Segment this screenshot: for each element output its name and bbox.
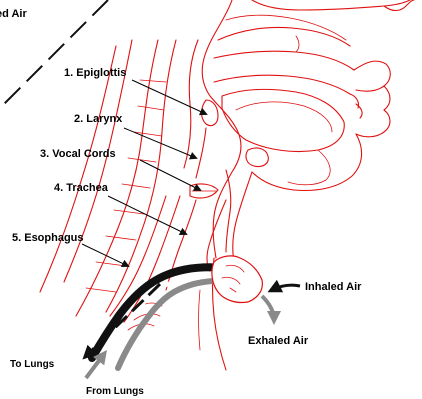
label-esophagus: 5. Esophagus bbox=[12, 232, 84, 244]
sinus-curve bbox=[296, 36, 299, 52]
tube-inner-white bbox=[104, 273, 226, 362]
skull-outline bbox=[252, 0, 410, 10]
hyoid bbox=[246, 148, 268, 167]
tongue-inner bbox=[236, 102, 332, 132]
exhaled-air-arrow bbox=[262, 296, 274, 320]
upper-teeth bbox=[350, 94, 362, 118]
palate bbox=[214, 75, 350, 94]
mandible-inner bbox=[288, 150, 330, 185]
leader-epiglottis bbox=[132, 80, 206, 114]
lower-neck-inner bbox=[199, 290, 201, 350]
pharynx-wall-2 bbox=[196, 128, 206, 178]
tube-connector bbox=[212, 256, 262, 303]
inhaled-air-arrow bbox=[272, 285, 300, 290]
mandible bbox=[252, 134, 362, 190]
label-trachea: 4. Trachea bbox=[54, 182, 109, 194]
label-larynx: 2. Larynx bbox=[74, 113, 123, 125]
spine-back bbox=[76, 40, 158, 316]
label-vocal-cords: 3. Vocal Cords bbox=[40, 148, 116, 160]
leader-trachea bbox=[108, 196, 186, 234]
label-to-lungs: To Lungs bbox=[10, 359, 55, 370]
leader-lines bbox=[82, 80, 206, 266]
label-corner-air: ed Air bbox=[0, 8, 27, 20]
anterior-neck bbox=[233, 172, 252, 262]
pharynx-wall bbox=[184, 40, 198, 168]
leader-esophagus bbox=[82, 244, 128, 266]
endotracheal-tube bbox=[92, 256, 262, 368]
label-from-lungs: From Lungs bbox=[86, 386, 144, 397]
label-epiglottis: 1. Epiglottis bbox=[64, 67, 126, 79]
leader-vocal-cords bbox=[140, 160, 200, 190]
lips bbox=[356, 86, 390, 137]
label-inhaled-air: Inhaled Air bbox=[305, 281, 362, 293]
nasal-floor bbox=[214, 51, 354, 70]
labels: ed Air 1. Epiglottis 2. Larynx 3. Vocal … bbox=[0, 8, 362, 397]
label-exhaled-air: Exhaled Air bbox=[248, 335, 309, 347]
